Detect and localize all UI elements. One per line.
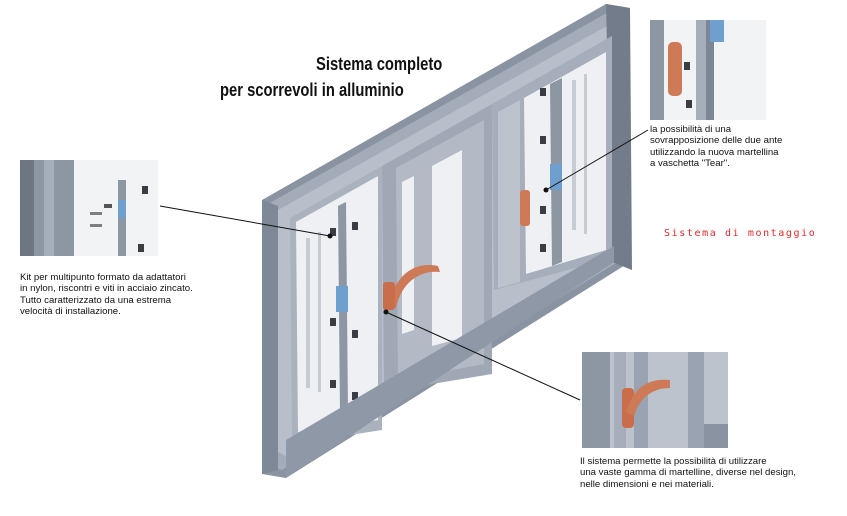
kit-detail-photo: [20, 160, 158, 256]
assembly-system-label: Sistema di montaggio: [664, 228, 817, 239]
handles-caption-line: una vaste gamma di martelline, diverse n…: [580, 467, 796, 479]
leader-line-kit: [159, 205, 331, 237]
lock-keeper-left: [336, 286, 348, 312]
lock-keeper-right: [550, 164, 562, 190]
kit-caption-line: Tutto caratterizzato da una estrema: [20, 294, 172, 306]
leader-line-overlap: [545, 129, 649, 191]
leader-line-handles: [385, 311, 581, 401]
page-title-line2: per scorrevoli in alluminio: [220, 80, 404, 100]
handles-caption-line: nelle dimensioni e nei materiali.: [580, 478, 714, 490]
overlap-caption-line: utilizzando la nuova martellina: [650, 146, 779, 158]
overlap-caption: la possibilità di una sovrapposizione de…: [650, 124, 782, 170]
kit-caption: Kit per multipunto formato da adattatori…: [20, 272, 193, 318]
tear-handle: [520, 190, 530, 226]
kit-caption-line: velocità di installazione.: [20, 306, 121, 318]
overlap-caption-line: sovrapposizione delle due ante: [650, 135, 783, 147]
overlap-caption-line: a vaschetta "Tear".: [650, 158, 730, 170]
overlap-caption-line: la possibilità di una: [650, 124, 732, 135]
overlap-detail-photo: [650, 20, 766, 120]
kit-caption-line: Kit per multipunto formato da adattatori: [20, 272, 186, 283]
kit-caption-line: in nylon, riscontri e viti in acciaio zi…: [20, 283, 193, 295]
handles-detail-photo: [582, 352, 728, 448]
handles-caption: Il sistema permette la possibilità di ut…: [580, 456, 796, 490]
page-title-line1: Sistema completo: [316, 54, 443, 74]
handles-caption-line: Il sistema permette la possibilità di ut…: [580, 456, 767, 467]
